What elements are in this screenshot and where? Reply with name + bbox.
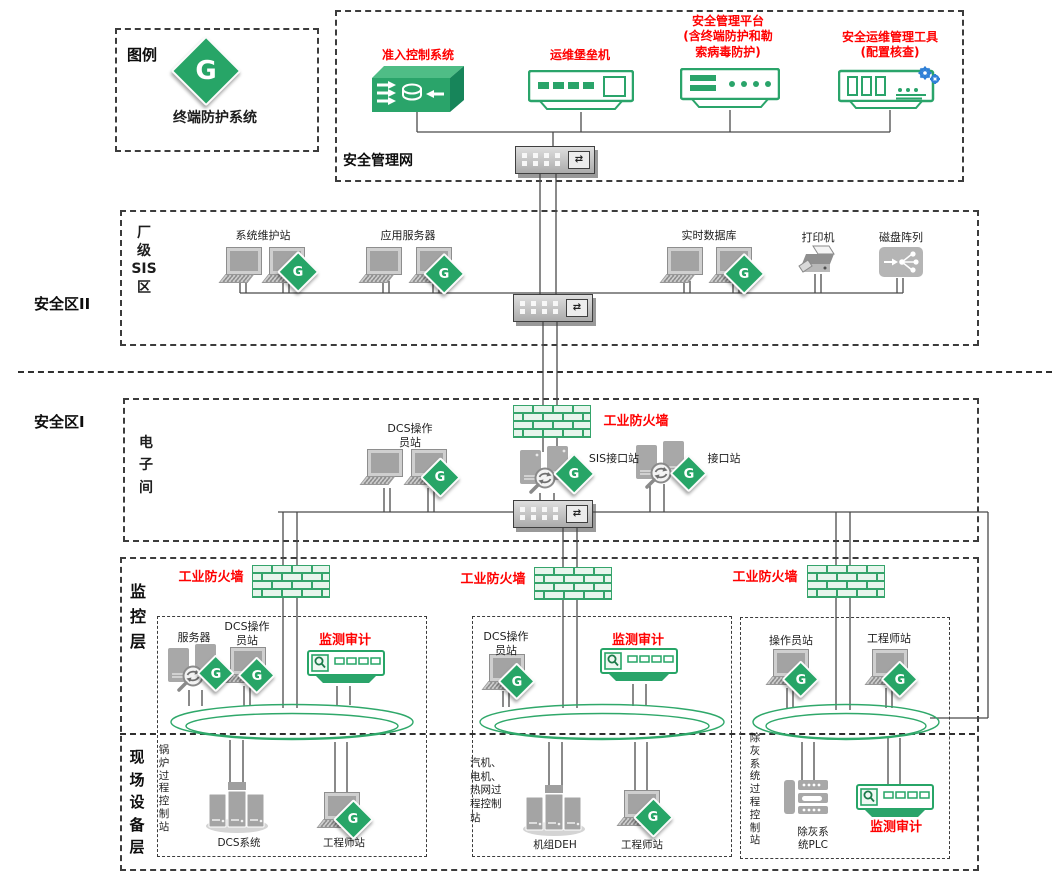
ops-mgmt-tool-label: 安全运维管理工具 (配置核查) xyxy=(841,30,938,60)
workstation-icon xyxy=(224,247,262,286)
g1-engineer-label: 工程师站 xyxy=(323,837,365,849)
switch-ports xyxy=(520,301,564,314)
legend-item-label: 终端防护系统 xyxy=(173,110,257,126)
app-server-label: 应用服务器 xyxy=(380,229,436,242)
unit-deh-icon xyxy=(523,785,585,836)
g3-audit-label: 监测审计 xyxy=(869,820,922,835)
g2-firewall-label: 工业防火墙 xyxy=(460,572,526,587)
legend-box xyxy=(115,28,319,152)
turbine-station-label: 汽机、 电机、 热网过 程控制 站 xyxy=(470,757,502,824)
field-layer-label: 现 场 设 备 层 xyxy=(129,748,145,856)
ash-plc-icon xyxy=(784,780,828,814)
maintenance-station-label: 系统维护站 xyxy=(235,229,291,242)
dcs-system-icon xyxy=(206,782,268,833)
zone1-firewall-label: 工业防火墙 xyxy=(603,414,669,429)
switch-uplink-icon: ⇄ xyxy=(566,505,588,523)
control-group3-box xyxy=(740,617,950,859)
endpoint-badge-icon: G xyxy=(499,664,535,700)
endpoint-protection-badge-icon: G xyxy=(173,38,239,104)
g2-audit-label: 监测审计 xyxy=(611,633,664,648)
g3-engineer-label: 工程师站 xyxy=(867,632,911,645)
endpoint-badge-icon: G xyxy=(424,254,464,294)
zone1-dcs-operator-label: DCS操作 员站 xyxy=(387,422,433,450)
ash-plc-label: 除灰系 统PLC xyxy=(797,826,829,852)
g1-audit-icon xyxy=(307,650,385,683)
workstation-icon xyxy=(364,247,402,286)
endpoint-badge-icon: G xyxy=(634,798,672,836)
boiler-station-label: 锅 炉 过 程 控 制 站 xyxy=(158,744,170,833)
endpoint-badge-icon: G xyxy=(882,662,918,698)
printer-label: 打印机 xyxy=(801,231,835,244)
ring-network-icon xyxy=(752,703,940,741)
access-control-system-icon xyxy=(372,66,464,112)
ash-station-label: 除 灰 系 统 过 程 控 制 站 xyxy=(749,732,761,847)
ring-network-icon xyxy=(479,703,725,741)
switch-uplink-icon: ⇄ xyxy=(566,299,588,317)
endpoint-badge-icon: G xyxy=(198,656,234,692)
disk-array-icon xyxy=(879,247,923,277)
access-control-label: 准入控制系统 xyxy=(381,48,454,62)
endpoint-badge-icon: G xyxy=(334,800,372,838)
monitoring-field-outer-box xyxy=(120,557,979,871)
mgmt-net-label: 安全管理网 xyxy=(343,153,413,169)
electronic-room-box xyxy=(123,398,979,542)
monitoring-layer-label: 监 控 层 xyxy=(129,582,146,651)
industrial-firewall-icon xyxy=(252,565,330,598)
industrial-firewall-icon xyxy=(807,565,885,598)
security-mgmt-net-box xyxy=(335,10,964,182)
switch-uplink-icon: ⇄ xyxy=(568,151,590,169)
g1-audit-label: 监测审计 xyxy=(318,633,371,648)
ops-mgmt-tool-icon xyxy=(838,66,940,109)
ring-network-icon xyxy=(170,703,414,741)
g1-dcs-operator-label: DCS操作 员站 xyxy=(224,620,270,648)
g1-server-label: 服务器 xyxy=(177,631,211,644)
sis-interface-label: SIS接口站 xyxy=(588,452,640,465)
control-group1-box xyxy=(157,616,427,857)
endpoint-badge-icon: G xyxy=(554,454,594,494)
switch-ports xyxy=(520,507,564,520)
workstation-icon xyxy=(665,247,703,286)
plant-sis-zone-box xyxy=(120,210,979,346)
g1-firewall-label: 工业防火墙 xyxy=(178,570,244,585)
bastion-host-label: 运维堡垒机 xyxy=(549,48,610,62)
bastion-host-icon xyxy=(528,70,634,110)
monitoring-field-divider xyxy=(120,733,975,735)
g3-firewall-label: 工业防火墙 xyxy=(732,570,798,585)
endpoint-badge-icon: G xyxy=(724,254,764,294)
zone-divider-line xyxy=(18,371,1052,373)
security-platform-icon xyxy=(680,68,780,108)
interface-station-label: 接口站 xyxy=(707,452,741,465)
legend-title: 图例 xyxy=(127,46,158,64)
switch-ports xyxy=(522,153,566,166)
industrial-firewall-icon xyxy=(534,567,612,600)
g2-audit-icon xyxy=(600,648,678,681)
control-group2-box xyxy=(472,616,732,857)
endpoint-badge-icon: G xyxy=(421,458,459,496)
realtime-db-label: 实时数据库 xyxy=(681,229,737,242)
workstation-icon xyxy=(365,449,403,488)
plant-sis-area-label: 厂 级 SIS 区 xyxy=(131,225,157,296)
zone1-switch-icon: ⇄ xyxy=(513,500,593,528)
zone2-label: 安全区II xyxy=(34,295,91,313)
g3-operator-label: 操作员站 xyxy=(769,634,813,647)
electronic-room-label: 电 子 间 xyxy=(139,435,153,496)
g3-audit-icon xyxy=(856,784,934,817)
disk-array-label: 磁盘阵列 xyxy=(879,231,923,244)
dcs-system-label: DCS系统 xyxy=(217,837,261,849)
g2-engineer-label: 工程师站 xyxy=(621,839,663,851)
g2-dcs-operator-label: DCS操作 员站 xyxy=(483,630,529,658)
mgmt-net-switch-icon: ⇄ xyxy=(515,146,595,174)
industrial-firewall-icon xyxy=(513,405,591,438)
zone1-label: 安全区I xyxy=(34,413,85,431)
security-platform-label: 安全管理平台 (含终端防护和勒 索病毒防护) xyxy=(683,14,773,59)
endpoint-badge-icon: G xyxy=(239,658,275,694)
unit-deh-label: 机组DEH xyxy=(533,839,577,851)
endpoint-badge-icon: G xyxy=(671,456,707,492)
printer-icon xyxy=(798,245,835,273)
endpoint-badge-icon: G xyxy=(783,662,819,698)
endpoint-badge-icon: G xyxy=(278,252,318,292)
sis-zone-switch-icon: ⇄ xyxy=(513,294,593,322)
